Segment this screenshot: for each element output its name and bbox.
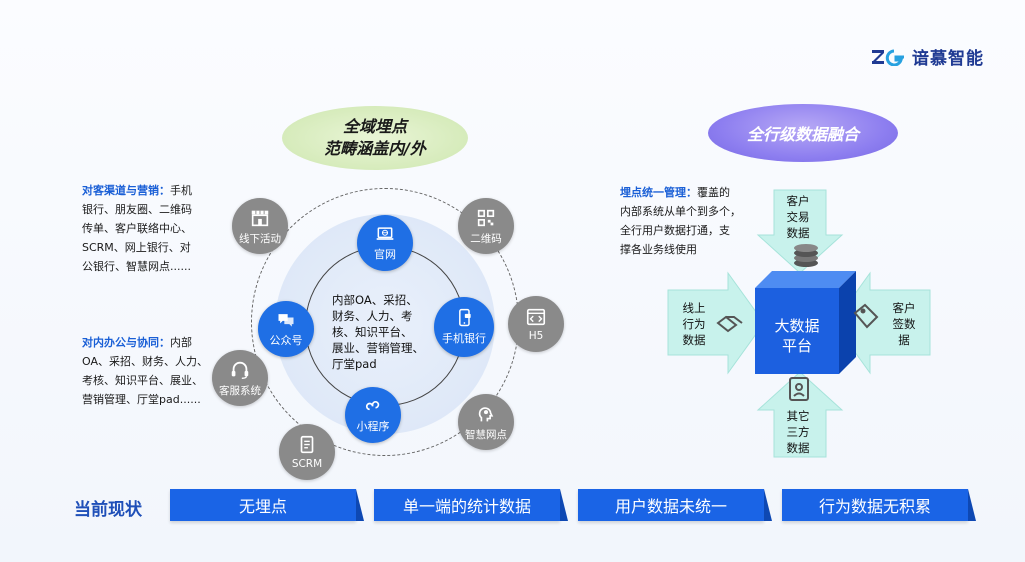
id-badge-icon (789, 377, 809, 401)
office-line-1: OA、采招、财务、人力、 (82, 355, 208, 368)
node-label-mobile-banking: 手机银行 (442, 332, 486, 345)
mini-program-icon (365, 401, 380, 411)
tag-icon (853, 303, 879, 329)
customer-channels-block: 对客渠道与营销：手机 银行、朋友圈、二维码 传单、客户联络中心、 SCRM、网上… (82, 181, 232, 276)
node-label-h5: H5 (528, 330, 544, 342)
big-data-platform-graphic (667, 189, 931, 458)
office-line-0: 内部 (170, 336, 192, 349)
cube-label-line1: 大数据 (774, 317, 820, 335)
status-item-no-tracking: 无埋点 (170, 489, 364, 521)
node-label-offline-events: 线下活动 (239, 232, 281, 245)
customer-line-0: 手机 (170, 184, 192, 197)
brain-head-icon (478, 406, 494, 421)
unified-management-title: 埋点统一管理： (620, 186, 697, 199)
customer-line-2: 传单、客户联络中心、 (82, 222, 192, 235)
status-item-single-end-stats: 单一端的统计数据 (374, 489, 568, 521)
arrow-left-label: 线上 行为 数据 (672, 300, 716, 348)
customer-channels-title: 对客渠道与营销： (82, 184, 170, 197)
right-line-1: 内部系统从单个到多个， (620, 205, 741, 218)
mobile-phone-icon (459, 308, 471, 327)
customer-line-4: 公银行、智慧网点...... (82, 260, 191, 273)
left-heading-line2: 范畴涵盖内/外 (324, 139, 426, 158)
customer-line-3: SCRM、网上银行、对 (82, 241, 191, 254)
office-line-2: 考核、知识平台、展业、 (82, 374, 203, 387)
arrow-left-line-2: 数据 (682, 333, 706, 347)
handshake-icon (716, 315, 743, 333)
node-smart-branch: 智慧网点 (458, 394, 514, 450)
arrow-bottom (756, 371, 844, 458)
arrow-top-label: 客户 交易 数据 (776, 193, 820, 241)
left-heading-line1: 全域埋点 (342, 117, 407, 136)
arrow-bottom-line-0: 其它 (786, 409, 810, 423)
headset-icon (231, 361, 249, 379)
laptop-globe-icon (376, 227, 394, 240)
node-label-scrm: SCRM (291, 458, 323, 470)
customer-line-1: 银行、朋友圈、二维码 (82, 203, 192, 216)
arrow-left-line-1: 行为 (682, 317, 706, 331)
status-label: 当前现状 (74, 500, 142, 520)
node-official-account: 公众号 (258, 301, 314, 357)
cube-front-face (755, 288, 839, 374)
arrow-right-line-2: 据 (898, 333, 910, 347)
brand-logo: 谙慕智能 (872, 44, 984, 69)
node-label-mini-program: 小程序 (356, 420, 390, 433)
arrow-left-line-0: 线上 (682, 301, 706, 315)
qr-code-icon (477, 209, 495, 226)
logo-text: 谙慕智能 (912, 49, 984, 69)
node-label-smart-branch: 智慧网点 (465, 428, 507, 441)
center-line-4: 厅堂pad (332, 357, 377, 371)
node-label-official-account: 公众号 (269, 334, 303, 347)
cube-top-face (755, 271, 856, 288)
right-line-0: 覆盖的 (697, 186, 730, 199)
node-scrm: SCRM (279, 424, 335, 480)
code-window-icon (526, 308, 546, 326)
arrow-bottom-line-1: 三方 (786, 425, 810, 439)
arrow-bottom-line-2: 数据 (786, 441, 810, 455)
node-mini-program: 小程序 (345, 387, 401, 443)
node-label-qr-code: 二维码 (470, 232, 502, 245)
node-customer-service: 客服系统 (212, 350, 268, 406)
center-line-3: 展业、营销管理、 (332, 341, 424, 355)
arrow-top (756, 189, 844, 274)
center-line-1: 财务、人力、考 (332, 309, 413, 323)
center-line-0: 内部OA、采招、 (332, 293, 418, 307)
right-heading-text: 全行级数据融合 (746, 125, 859, 144)
storefront-icon (251, 210, 269, 226)
arrow-right-line-0: 客户 (892, 301, 916, 315)
node-official-site: 官网 (357, 215, 413, 271)
arrow-top-line-2: 数据 (786, 226, 810, 240)
coins-icon (794, 244, 818, 267)
left-heading: 全域埋点 范畴涵盖内/外 (282, 106, 468, 170)
arrow-right-label: 客户 签数 据 (882, 300, 926, 348)
cube-label: 大数据 平台 (755, 316, 839, 356)
node-label-official-site: 官网 (374, 248, 396, 261)
chat-bubbles-icon (278, 314, 294, 327)
logo-mark-icon (872, 49, 904, 66)
arrow-bottom-label: 其它 三方 数据 (776, 408, 820, 456)
center-systems-text: 内部OA、采招、 财务、人力、考 核、知识平台、 展业、营销管理、 厅堂pad (332, 292, 440, 372)
internal-office-block: 对内办公与协同：内部 OA、采招、财务、人力、 考核、知识平台、展业、 营销管理… (82, 333, 232, 409)
office-line-3: 营销管理、厅堂pad...... (82, 393, 201, 406)
right-line-3: 撑各业务线使用 (620, 243, 697, 256)
arrow-top-line-1: 交易 (786, 210, 810, 224)
arrow-right-line-1: 签数 (892, 317, 916, 331)
center-line-2: 核、知识平台、 (332, 325, 413, 339)
document-icon (300, 435, 314, 454)
status-item-user-data-not-unified: 用户数据未统一 (578, 489, 772, 521)
node-mobile-banking: 手机银行 (434, 297, 494, 357)
right-line-2: 全行用户数据打通，支 (620, 224, 730, 237)
arrow-left (667, 271, 765, 375)
right-heading: 全行级数据融合 (708, 104, 898, 162)
internal-office-title: 对内办公与协同： (82, 336, 170, 349)
node-offline-events: 线下活动 (232, 198, 288, 254)
node-h5: H5 (508, 296, 564, 352)
node-label-customer-service: 客服系统 (219, 384, 261, 397)
unified-management-block: 埋点统一管理：覆盖的 内部系统从单个到多个， 全行用户数据打通，支 撑各业务线使… (620, 183, 770, 259)
status-item-no-behavior-data: 行为数据无积累 (782, 489, 976, 521)
arrow-top-line-0: 客户 (786, 194, 810, 208)
cube-label-line2: 平台 (781, 337, 812, 355)
cube-side-face (839, 271, 856, 374)
node-qr-code: 二维码 (458, 198, 514, 254)
